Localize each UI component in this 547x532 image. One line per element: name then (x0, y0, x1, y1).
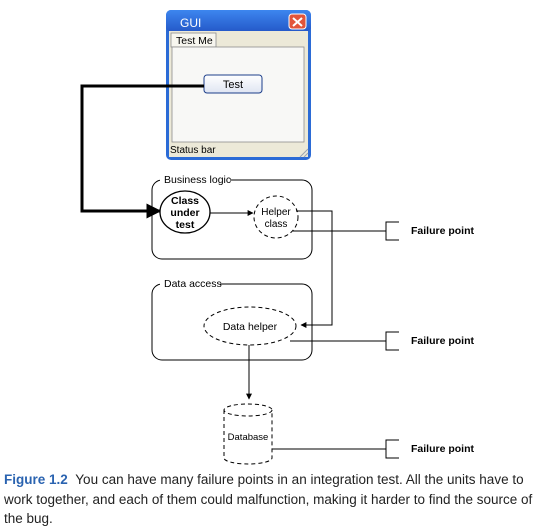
failure-point-1-bracket (385, 221, 399, 241)
class-under-test-line-1: Class (171, 195, 199, 207)
close-button[interactable] (288, 13, 307, 30)
database-node: Database (223, 403, 273, 465)
data-access-frame (151, 283, 313, 361)
figure-caption-label: Figure 1.2 (4, 472, 68, 487)
status-bar (169, 143, 308, 157)
class-under-test-line-3: test (176, 219, 195, 231)
helper-class-node (253, 195, 299, 239)
gui-window: GUI Test Me Test Status bar (166, 10, 311, 160)
data-access-label: Data access (164, 278, 222, 290)
figure-caption: Figure 1.2 You can have many failure poi… (4, 470, 536, 529)
gui-window-title: GUI (180, 16, 201, 30)
failure-point-3-bracket (385, 439, 399, 459)
helper-class-line-2: class (265, 219, 288, 230)
tab-test-me-label: Test Me (176, 35, 213, 47)
class-under-test-line-2: under (170, 207, 199, 219)
database-cylinder-body (223, 410, 273, 465)
gui-to-class-connector (80, 84, 204, 219)
failure-point-3-label: Failure point (411, 443, 475, 455)
gui-window-titlebar (166, 10, 311, 32)
test-button[interactable]: Test (203, 74, 263, 94)
data-helper-node (203, 306, 297, 346)
business-logic-group: Business logic Class under test Helper c… (151, 173, 313, 260)
resize-grip-icon (299, 148, 309, 158)
failure-point-3: Failure point (272, 439, 475, 459)
failure-point-1: Failure point (293, 221, 475, 241)
helper-class-line-1: Helper (261, 207, 291, 218)
failure-point-1-label: Failure point (411, 225, 475, 237)
status-bar-text: Status bar (170, 145, 216, 156)
database-cylinder-top (223, 403, 273, 417)
helper-to-data-helper-connector (296, 210, 333, 328)
integration-test-diagram: GUI Test Me Test Status bar Business log… (80, 10, 475, 465)
tab-test-me[interactable]: Test Me (170, 32, 217, 48)
business-logic-label: Business logic (164, 174, 231, 186)
business-logic-frame (151, 179, 313, 260)
failure-point-2-label: Failure point (411, 335, 475, 347)
tab-panel (171, 46, 305, 143)
database-label: Database (228, 432, 269, 443)
data-access-group: Data access Data helper (151, 277, 313, 361)
close-icon (292, 17, 303, 27)
failure-point-2: Failure point (290, 331, 475, 351)
class-under-test-node (159, 190, 211, 234)
failure-point-2-bracket (385, 331, 399, 351)
data-helper-label: Data helper (223, 321, 278, 333)
test-button-label: Test (223, 79, 243, 91)
figure-caption-text: You can have many failure points in an i… (4, 472, 533, 526)
